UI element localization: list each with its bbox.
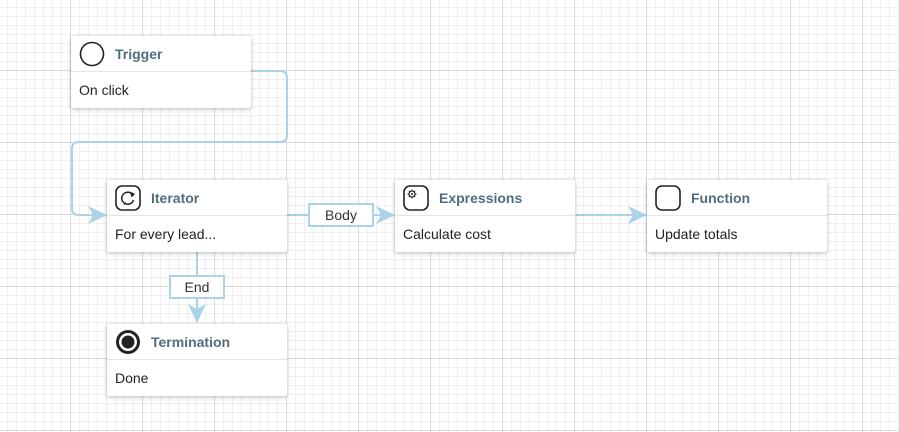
node-iterator-body: For every lead...	[115, 226, 217, 242]
node-iterator-header: Iterator	[107, 180, 287, 216]
node-function[interactable]: Function Update totals	[647, 180, 827, 252]
node-function-header: Function	[647, 180, 827, 216]
edge-label-body-text: Body	[325, 207, 357, 223]
node-expressions-body: Calculate cost	[403, 226, 491, 242]
node-trigger-title: Trigger	[115, 45, 163, 62]
node-expressions-title: Expressions	[439, 189, 523, 206]
arrowhead-termination	[188, 304, 206, 323]
node-termination-header: Termination	[107, 324, 287, 360]
arrowhead-expressions	[376, 206, 395, 224]
node-iterator-title: Iterator	[151, 189, 200, 206]
gear-icon	[403, 184, 429, 211]
edge-label-end-text: End	[184, 279, 210, 295]
node-expressions[interactable]: Expressions Calculate cost	[395, 180, 575, 252]
arrowhead-function	[628, 206, 647, 224]
node-iterator[interactable]: Iterator For every lead...	[107, 180, 287, 252]
arrowhead-iterator	[88, 206, 107, 224]
edge-label-end[interactable]: End	[169, 275, 225, 299]
node-trigger-header: Trigger	[71, 36, 251, 72]
node-expressions-header: Expressions	[395, 180, 575, 216]
node-trigger[interactable]: Trigger On click	[71, 36, 251, 108]
edge-trigger-to-iterator[interactable]	[71, 70, 288, 216]
node-function-body: Update totals	[655, 226, 738, 242]
loop-icon	[115, 184, 141, 211]
rounded-square-icon	[655, 184, 681, 211]
node-termination-body: Done	[115, 370, 149, 386]
node-termination-title: Termination	[151, 333, 231, 350]
node-function-title: Function	[691, 189, 751, 206]
edge-label-body[interactable]: Body	[308, 203, 374, 227]
node-trigger-body: On click	[79, 82, 129, 98]
circle-icon	[79, 41, 105, 67]
node-termination[interactable]: Termination Done	[107, 324, 287, 396]
stop-circle-icon	[115, 329, 141, 355]
